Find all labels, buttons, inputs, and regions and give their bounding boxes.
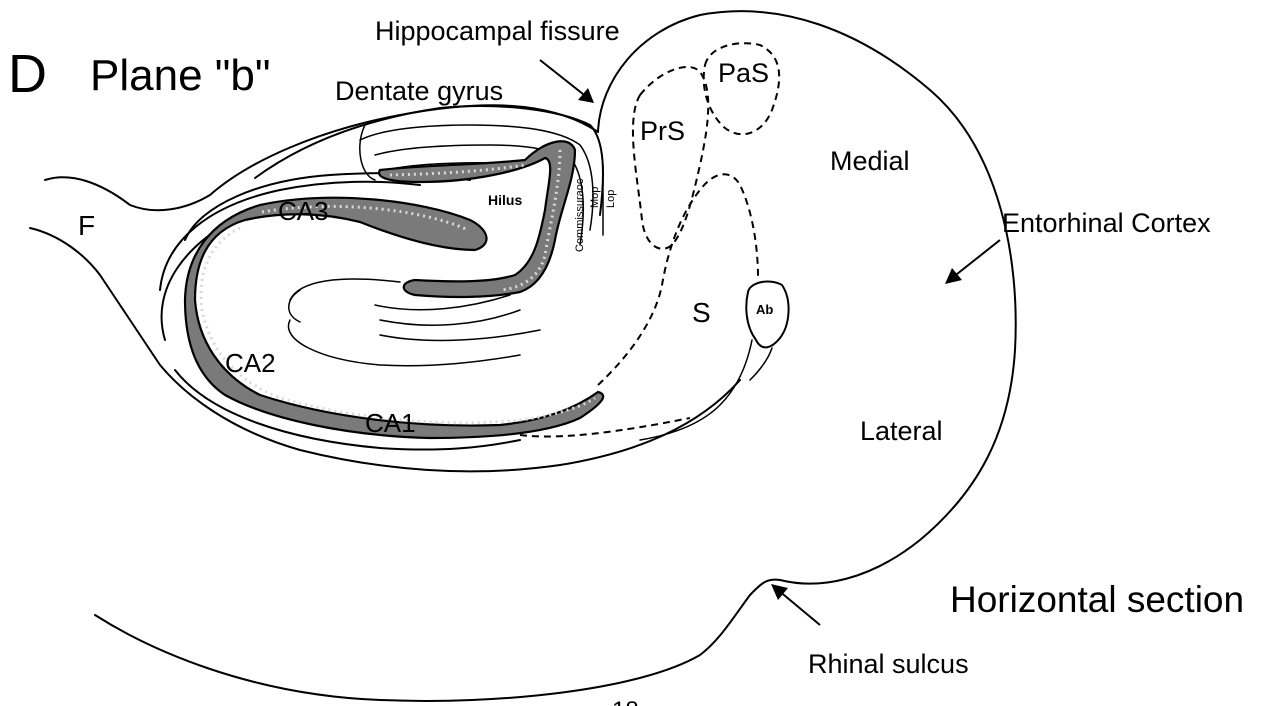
lop-label: Lop: [605, 190, 617, 208]
subiculum-boundary: [598, 174, 758, 385]
horizontal-section-label: Horizontal section: [950, 579, 1244, 620]
prs-label: PrS: [640, 116, 685, 146]
rhinal-sulcus-arrow: [771, 584, 820, 625]
inner-arc-3: [289, 290, 300, 322]
pas-boundary: [704, 43, 779, 134]
dentate-gyrus-label: Dentate gyrus: [335, 76, 503, 106]
hippocampal-fissure-arrow: [540, 60, 594, 103]
hilus-label: Hilus: [488, 192, 522, 208]
ca1-label: CA1: [365, 408, 416, 438]
inner-arc-1: [290, 279, 400, 300]
dentate-notch: [360, 125, 375, 180]
ca3-label: CA3: [278, 196, 329, 226]
entorhinal-cortex-arrow: [945, 240, 1000, 284]
mop-label: Mop: [589, 187, 601, 208]
ca2-label: CA2: [225, 348, 276, 378]
angular-bundle-tail-2: [750, 348, 772, 380]
panel-letter: D: [8, 44, 47, 104]
pas-label: PaS: [718, 58, 769, 88]
prs-boundary: [633, 67, 708, 249]
subiculum-label: S: [692, 297, 711, 328]
plane-label: Plane "b": [90, 51, 270, 100]
medial-label: Medial: [830, 146, 910, 176]
inner-arc-2: [288, 320, 520, 366]
inner-arc-4: [380, 310, 520, 325]
lateral-label: Lateral: [860, 416, 943, 446]
page-number-fragment: 18: [612, 697, 639, 706]
fimbria-label: F: [78, 210, 95, 241]
entorhinal-cortex-label: Entorhinal Cortex: [1002, 208, 1211, 238]
hippocampal-fissure-label: Hippocampal fissure: [375, 16, 620, 46]
rhinal-sulcus-label: Rhinal sulcus: [808, 649, 969, 679]
angular-bundle-label: Ab: [756, 302, 773, 317]
pyramidal-cell-texture: [201, 206, 595, 422]
commissural-label: Commissuraoc: [574, 178, 586, 252]
inner-arc-5: [380, 330, 540, 340]
